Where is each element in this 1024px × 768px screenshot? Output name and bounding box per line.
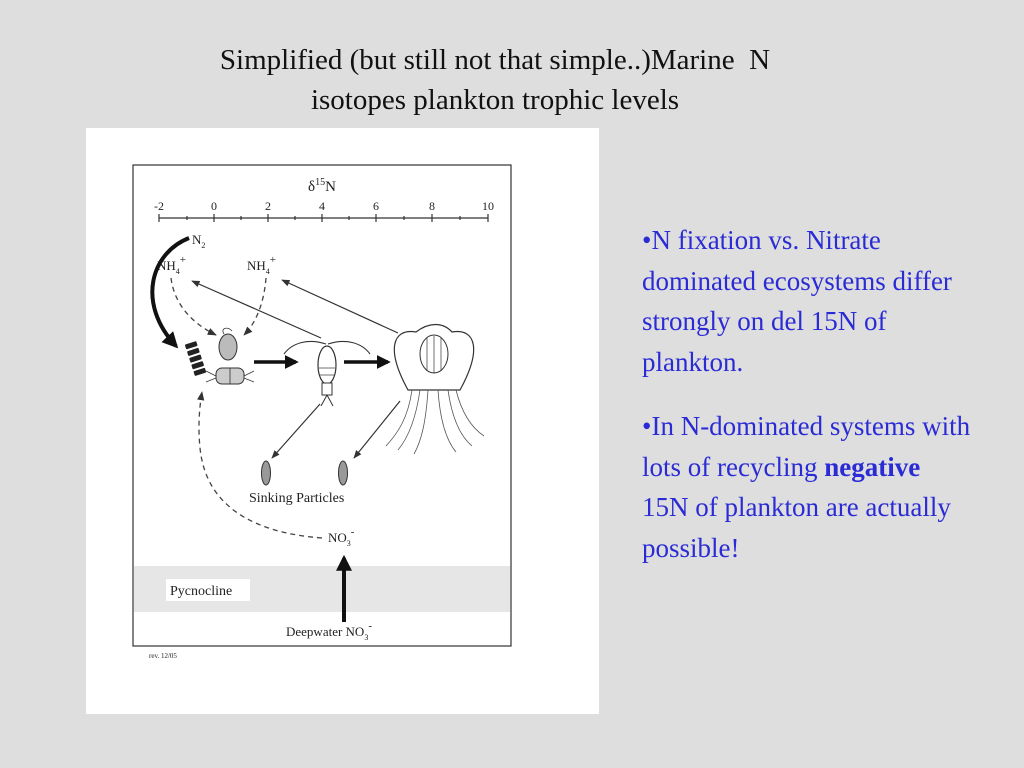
pycnocline-label-box	[166, 579, 250, 601]
tick-label: 4	[319, 199, 325, 213]
bullet-point-2-text-end: 15N of plankton are actually possible!	[642, 492, 951, 563]
sinking-particle-icon	[261, 460, 271, 486]
deepwater-no3-label: Deepwater NO3-	[286, 620, 372, 642]
n2-label: N2	[192, 232, 205, 250]
bullet-point-2-text-start: •In N-dominated systems with lots of rec…	[642, 411, 971, 482]
no3-label: NO3-	[328, 526, 355, 548]
bullet-point-2: •In N-dominated systems with lots of rec…	[642, 406, 972, 568]
diagram-svg: δ15N -2 0 2 4 6 8 10	[132, 164, 512, 660]
bullet-point-1: •N fixation vs. Nitrate dominated ecosys…	[642, 225, 952, 377]
predator-to-particles-arrow	[353, 400, 401, 459]
tick-label: 10	[482, 199, 494, 213]
tick-label: 8	[429, 199, 435, 213]
pycnocline-label: Pycnocline	[170, 584, 232, 599]
axis-tick-labels: -2 0 2 4 6 8 10	[154, 199, 494, 213]
jellyfish-predator-icon	[385, 323, 485, 455]
tick-label: 6	[373, 199, 379, 213]
slide-title-line-2: isotopes plankton trophic levels	[310, 84, 680, 116]
delta-15n-axis	[158, 214, 489, 222]
n-fixation-arrow	[150, 236, 190, 349]
sinking-particle-icon	[338, 460, 348, 486]
tick-label: 0	[211, 199, 217, 213]
nitrogen-fixer-icon	[184, 341, 207, 376]
delta-15n-axis-label: δ15N	[308, 177, 336, 195]
phytoplankton-icon	[205, 327, 255, 385]
slide-title: Simplified (but still not that simple..)…	[140, 40, 850, 120]
zooplankton-excretion-arrow	[191, 280, 322, 339]
nh4-uptake-arrow-left	[170, 277, 217, 336]
nh4-label-right: NH4+	[247, 254, 276, 276]
nitrogen-isotope-diagram: δ15N -2 0 2 4 6 8 10	[86, 128, 599, 714]
bullet-notes: •N fixation vs. Nitrate dominated ecosys…	[642, 220, 972, 592]
zooplankton-to-particles-arrow	[271, 403, 321, 459]
revision-note: rev. 12/05	[149, 652, 177, 660]
bullet-point-2-emphasis: negative	[824, 451, 921, 482]
copepod-icon	[283, 340, 371, 407]
predator-excretion-arrow	[281, 279, 399, 334]
slide-title-line-1: Simplified (but still not that simple..)…	[219, 44, 771, 76]
tick-label: 2	[265, 199, 271, 213]
nh4-uptake-arrow-right	[243, 277, 267, 336]
tick-label: -2	[154, 199, 164, 213]
diagram-frame	[132, 164, 512, 647]
nitrate-uptake-arrow	[197, 391, 323, 539]
sinking-particles-label: Sinking Particles	[249, 491, 344, 506]
